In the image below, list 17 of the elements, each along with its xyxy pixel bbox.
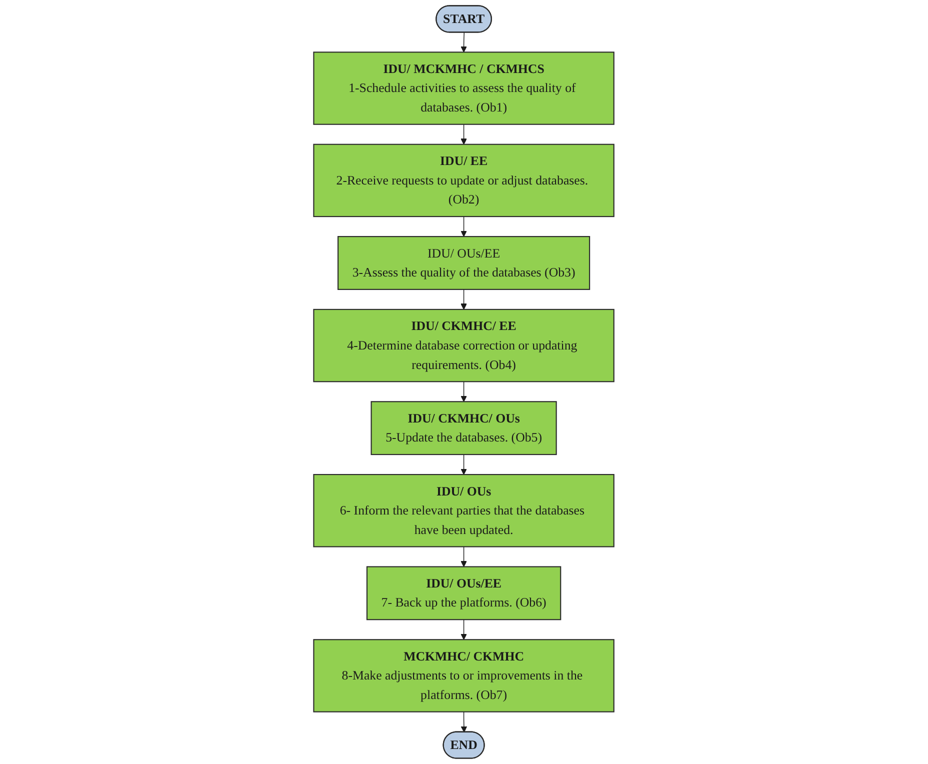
arrow bbox=[460, 546, 468, 568]
node-box: MCKMHC/ CKMHC 8-Make adjustments to or improvements in the platforms. (Ob7) bbox=[313, 639, 615, 712]
arrow bbox=[460, 381, 468, 402]
arrow bbox=[460, 32, 468, 52]
arrow bbox=[460, 619, 468, 640]
arrow bbox=[460, 454, 468, 475]
node-box: IDU/ EE 2-Receive requests to update or adjust databases. (Ob2) bbox=[313, 144, 615, 218]
node-box: IDU/ OUs/EE 7- Back up the platforms. (Ob6) bbox=[366, 566, 562, 620]
arrow bbox=[460, 124, 468, 145]
node-box: IDU/ OUs/EE 3-Assess the quality of the databases (Ob3) bbox=[338, 236, 590, 290]
arrow bbox=[460, 289, 468, 310]
arrow bbox=[461, 711, 468, 732]
node-box: IDU/ MCKMHC / CKMHCS 1-Schedule activities to assess the quality of databases. (Ob1) bbox=[313, 52, 615, 125]
node-box: IDU/ CKMHC/ EE 4-Determine database correction or updating requirements. (Ob4) bbox=[313, 308, 615, 382]
node-box: IDU/ CKMHC/ OUs 5-Update the databases. (Ob5) bbox=[370, 401, 558, 456]
arrow bbox=[460, 216, 468, 237]
node-box: IDU/ OUs 6- Inform the relevant parties that the databases have been updated. bbox=[313, 474, 615, 548]
